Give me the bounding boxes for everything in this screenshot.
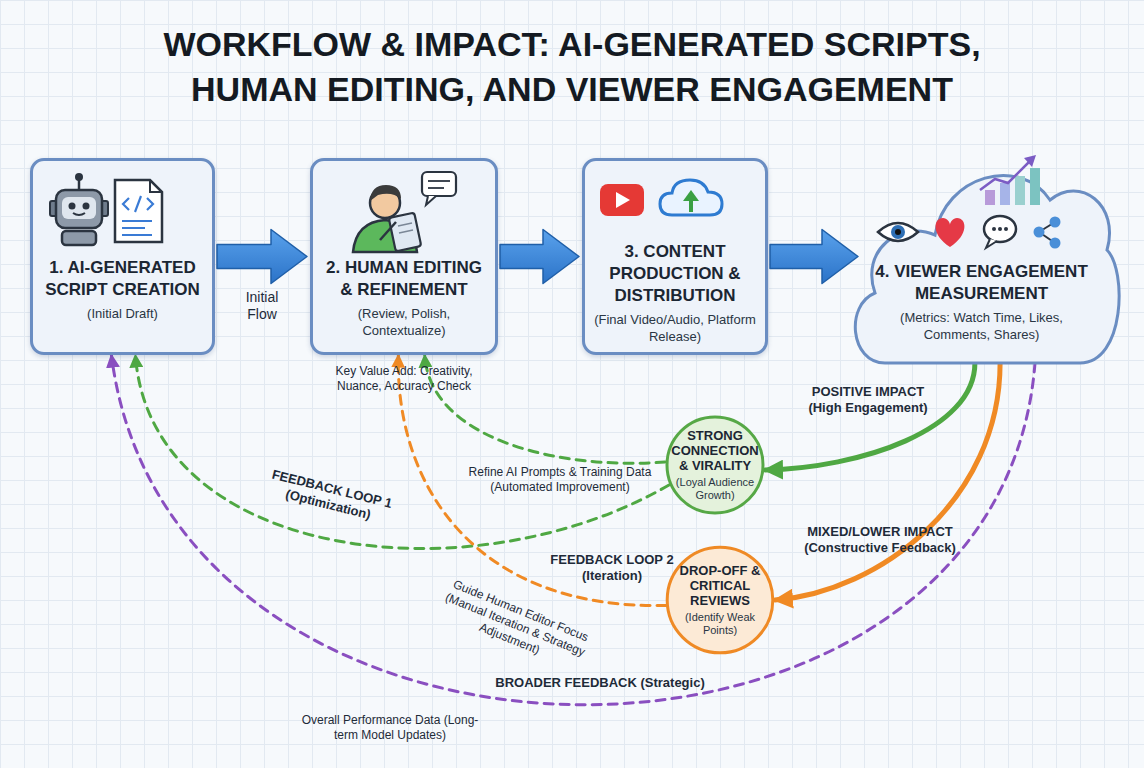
share-icon xyxy=(1034,217,1061,249)
node-title: 1. AI-GENERATED SCRIPT CREATION xyxy=(38,257,208,301)
video-play-icon xyxy=(600,184,644,216)
feedback-loop-arrow xyxy=(111,355,1035,705)
flow-arrow xyxy=(500,230,579,284)
heart-icon xyxy=(936,218,965,247)
outcome-circle: DROP-OFF & CRITICAL REVIEWS (Identify Wea… xyxy=(665,545,775,655)
impact-arrow xyxy=(765,363,975,470)
cloud-shape xyxy=(855,175,1119,363)
edge-label: FEEDBACK LOOP 2 (Iteration) xyxy=(542,552,682,584)
node-title: 2. HUMAN EDITING & REFINEMENT xyxy=(318,257,490,301)
node-text-group: 2. HUMAN EDITING & REFINEMENT (Review, Po… xyxy=(318,257,490,339)
annotation-note: Guide Human Editor Focus (Manual Iterati… xyxy=(428,572,602,677)
node-subtitle: (Final Video/Audio, Platform Release) xyxy=(590,311,760,345)
process-box: 1. AI-GENERATED SCRIPT CREATION (Initial … xyxy=(30,158,215,355)
process-box: 2. HUMAN EDITING & REFINEMENT (Review, Po… xyxy=(310,158,498,355)
impact-arrow xyxy=(775,363,1000,600)
node-title: DROP-OFF & CRITICAL REVIEWS xyxy=(669,563,771,608)
process-box: 3. CONTENT PRODUCTION & DISTRIBUTION (Fin… xyxy=(582,158,768,355)
comment-icon xyxy=(984,216,1016,248)
editor-person-icon xyxy=(353,172,456,252)
flow-arrow xyxy=(217,230,307,284)
cloud-upload-icon xyxy=(660,180,722,215)
node-subtitle: (Initial Draft) xyxy=(38,305,208,322)
edge-label: MIXED/LOWER IMPACT (Constructive Feedbac… xyxy=(793,524,968,556)
code-document-icon xyxy=(115,180,162,242)
engagement-cloud: 4. VIEWER ENGAGEMENT MEASUREMENT (Metrics… xyxy=(845,135,1118,370)
diagram-title: WORKFLOW & IMPACT: AI-GENERATED SCRIPTS,… xyxy=(102,22,1042,112)
edge-label: Initial Flow xyxy=(234,289,290,323)
node-title: 3. CONTENT PRODUCTION & DISTRIBUTION xyxy=(590,241,760,307)
annotation-note: Overall Performance Data (Long-term Mode… xyxy=(290,713,490,743)
node-subtitle: (Review, Polish, Contextualize) xyxy=(318,305,490,339)
node-title: 4. VIEWER ENGAGEMENT MEASUREMENT xyxy=(866,261,1098,305)
node-text-group: 3. CONTENT PRODUCTION & DISTRIBUTION (Fin… xyxy=(590,241,760,345)
node-title: STRONG CONNECTION & VIRALITY xyxy=(667,428,763,473)
node-subtitle: (Metrics: Watch Time, Likes, Comments, S… xyxy=(866,309,1098,343)
node-subtitle: (Identify Weak Points) xyxy=(669,611,771,637)
edge-label: Refine AI Prompts & Training Data (Autom… xyxy=(460,465,660,495)
circle-shape xyxy=(667,547,773,653)
node-text-group: DROP-OFF & CRITICAL REVIEWS (Identify Wea… xyxy=(669,563,771,637)
edge-label: BROADER FEEDBACK (Strategic) xyxy=(450,675,750,691)
node-subtitle: (Loyal Audience Growth) xyxy=(667,476,763,502)
node-text-group: 1. AI-GENERATED SCRIPT CREATION (Initial … xyxy=(38,257,208,322)
outcome-circle: STRONG CONNECTION & VIRALITY (Loyal Audie… xyxy=(665,415,765,515)
growth-chart-icon xyxy=(980,155,1040,205)
circle-shape xyxy=(667,417,763,513)
edge-label: FEEDBACK LOOP 1 (Optimization) xyxy=(244,461,417,533)
annotation-note: Key Value Add: Creativity, Nuance, Accur… xyxy=(317,364,492,394)
robot-icon xyxy=(50,173,108,245)
node-text-group: 4. VIEWER ENGAGEMENT MEASUREMENT (Metrics… xyxy=(866,261,1098,343)
flow-arrow xyxy=(770,230,858,284)
edge-label: POSITIVE IMPACT (High Engagement) xyxy=(798,384,938,416)
eye-icon xyxy=(878,223,918,241)
feedback-loop-arrow xyxy=(135,355,669,548)
node-text-group: STRONG CONNECTION & VIRALITY (Loyal Audie… xyxy=(667,428,763,502)
